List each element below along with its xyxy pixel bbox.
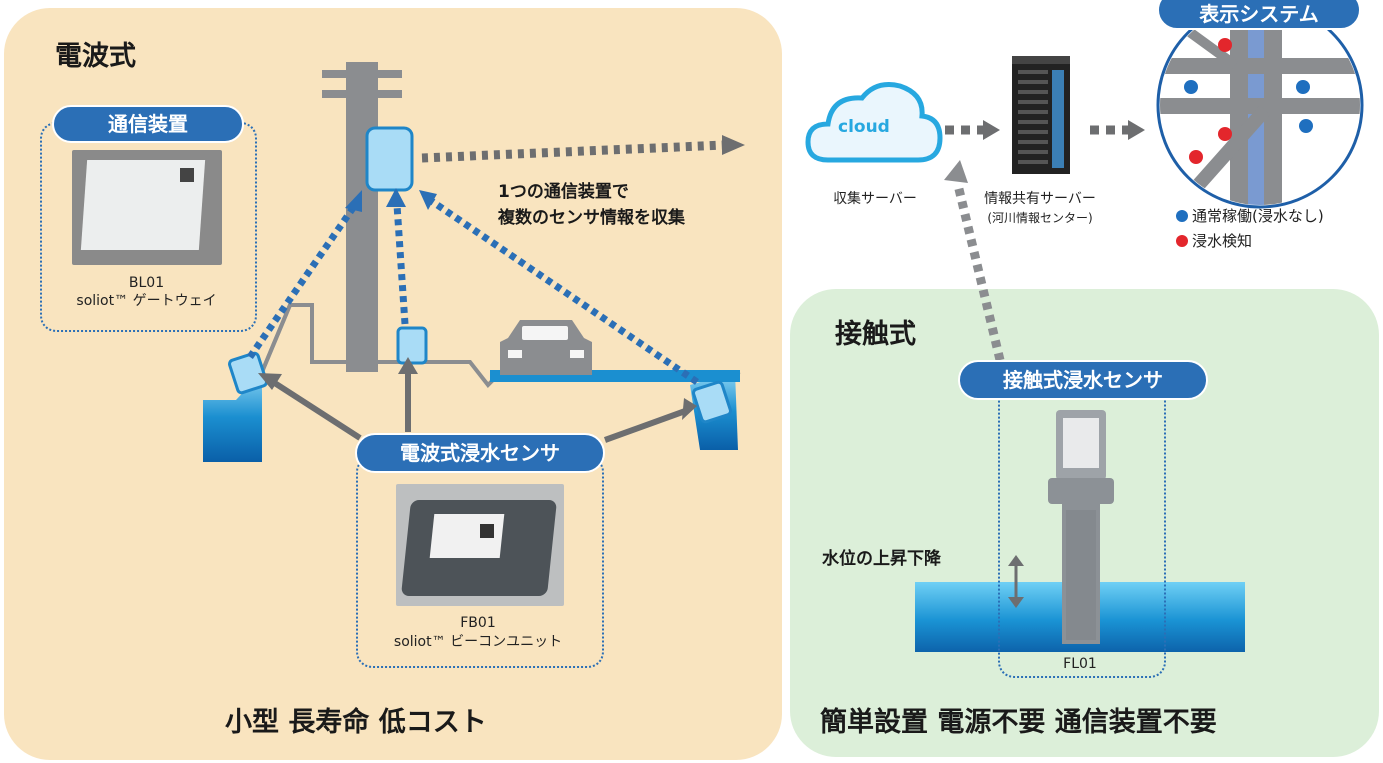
- note-line-2: 複数のセンサ情報を収集: [498, 208, 685, 228]
- radio-type-title: 電波式: [55, 41, 136, 72]
- gateway-model: BL01: [128, 275, 165, 291]
- contact-type-title: 接触式: [835, 319, 916, 350]
- water-level-arrow: [1008, 555, 1024, 608]
- radio-sensor-photo: [396, 484, 564, 606]
- left-ditch-water: [203, 372, 262, 462]
- utility-pole: [322, 62, 402, 372]
- radio-sensor-model: FB01: [460, 615, 496, 631]
- gateway-device: [365, 126, 414, 192]
- display-map: [1156, 1, 1364, 209]
- contact-sensor-model: FL01: [1063, 656, 1097, 672]
- collect-server-label: 収集サーバー: [833, 191, 917, 207]
- note-line-1: 1つの通信装置で: [498, 182, 629, 202]
- car-icon: [500, 320, 592, 375]
- legend-flood-label: 浸水検知: [1192, 232, 1253, 250]
- flood-dot-icon: [1176, 235, 1188, 247]
- contact-features: 簡単設置 電源不要 通信装置不要: [820, 707, 1217, 738]
- radio-sensor-name: soliot™ ビーコンユニット: [393, 634, 563, 650]
- gateway-photo: [72, 150, 222, 265]
- share-server-label: 情報共有サーバー: [984, 191, 1096, 207]
- sensor-device-left: [228, 351, 268, 395]
- cloud-icon: [805, 82, 943, 163]
- gateway-name: soliot™ ゲートウェイ: [76, 293, 217, 309]
- contact-sensor-box: [998, 384, 1166, 678]
- radio-sensor-pill: 電波式浸水センサ: [355, 433, 605, 473]
- legend-normal: 通常稼働(浸水なし): [1176, 204, 1324, 228]
- water-level-label: 水位の上昇下降: [822, 549, 941, 569]
- normal-dot-icon: [1176, 210, 1188, 222]
- sensor-device-pole: [396, 326, 428, 365]
- server-rack-icon: [1012, 56, 1070, 174]
- legend-normal-label: 通常稼働(浸水なし): [1192, 207, 1324, 225]
- share-server-sublabel: (河川情報センター): [987, 211, 1093, 225]
- sensor-device-right: [692, 380, 732, 424]
- cloud-label: cloud: [838, 117, 890, 137]
- contact-sensor-pill: 接触式浸水センサ: [958, 360, 1208, 400]
- radio-features: 小型 長寿命 低コスト: [225, 707, 487, 738]
- legend-flood: 浸水検知: [1176, 229, 1252, 253]
- gateway-pill: 通信装置: [52, 105, 244, 143]
- contact-sensor-device: [1048, 410, 1114, 644]
- display-system-pill: 表示システム: [1157, 0, 1361, 30]
